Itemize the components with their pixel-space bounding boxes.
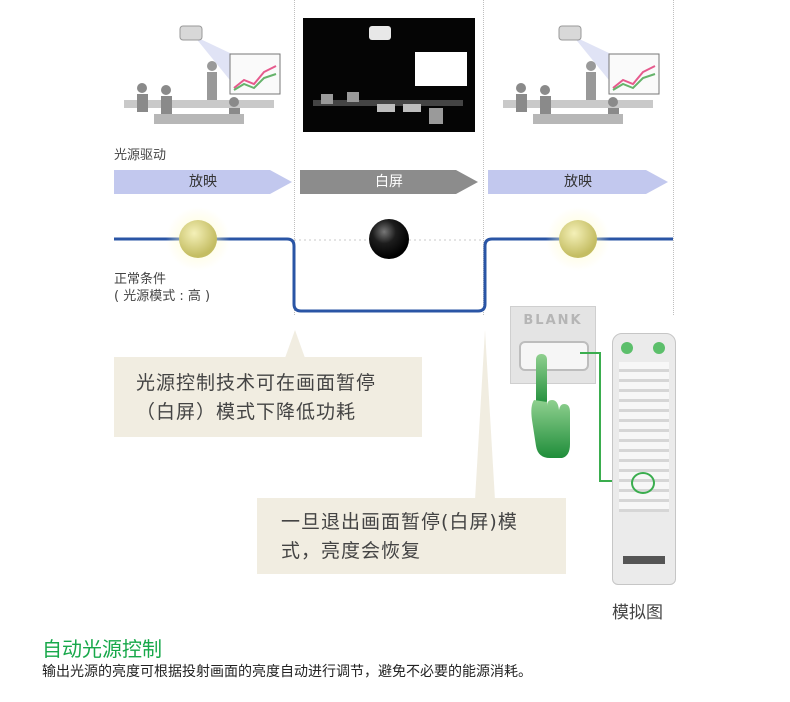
phase-label-play-2: 放映	[564, 174, 592, 190]
phase-divider-2	[483, 0, 484, 315]
remote-brand	[623, 556, 665, 564]
callout-left-line2: （白屏）模式下降低功耗	[136, 401, 357, 423]
blank-button-closeup: BLANK	[510, 306, 596, 384]
section-description: 输出光源的亮度可根据投射画面的亮度自动进行调节，避免不必要的能源消耗。	[42, 664, 532, 680]
meeting-room-illustration-2	[493, 18, 665, 132]
callout-brightness-restore: 一旦退出画面暂停(白屏)模 式，亮度会恢复	[257, 498, 566, 574]
phase-arrow-play-1: 放映	[114, 170, 292, 194]
pressing-hand-icon	[531, 354, 570, 458]
meeting-room-illustration	[114, 18, 286, 132]
phase-label-blank: 白屏	[375, 174, 403, 190]
remote-control	[612, 333, 676, 585]
phase-label-play-1: 放映	[189, 174, 217, 190]
callout-light-control: 光源控制技术可在画面暂停 （白屏）模式下降低功耗	[114, 357, 422, 437]
phase-arrow-play-2: 放映	[488, 170, 668, 194]
callout-right-line1: 一旦退出画面暂停(白屏)模	[281, 511, 518, 533]
remote-caption: 模拟图	[612, 603, 663, 623]
callout-right-pointer	[475, 330, 495, 500]
light-drive-label: 光源驱动	[114, 148, 167, 163]
dark-room-illustration	[303, 18, 475, 132]
phase-divider-3	[673, 0, 674, 315]
light-output-signal	[114, 207, 673, 313]
phase-divider-1	[294, 0, 295, 315]
power-off-button[interactable]	[653, 342, 665, 354]
callout-left-line1: 光源控制技术可在画面暂停	[136, 372, 377, 394]
blank-key-highlight[interactable]	[631, 472, 655, 494]
callout-right-line2: 式，亮度会恢复	[281, 540, 422, 562]
light-mode-label: ( 光源模式 : 高 )	[114, 289, 211, 304]
blank-button-label: BLANK	[523, 313, 583, 328]
power-button[interactable]	[621, 342, 633, 354]
section-title: 自动光源控制	[42, 637, 162, 661]
phase-arrow-blank: 白屏	[300, 170, 478, 194]
callout-left-pointer	[285, 330, 305, 358]
scene-projection-1	[114, 18, 286, 132]
normal-condition-label: 正常条件	[114, 272, 167, 287]
scene-projection-2	[493, 18, 665, 132]
blank-button[interactable]	[519, 341, 589, 371]
scene-blank	[303, 18, 475, 132]
